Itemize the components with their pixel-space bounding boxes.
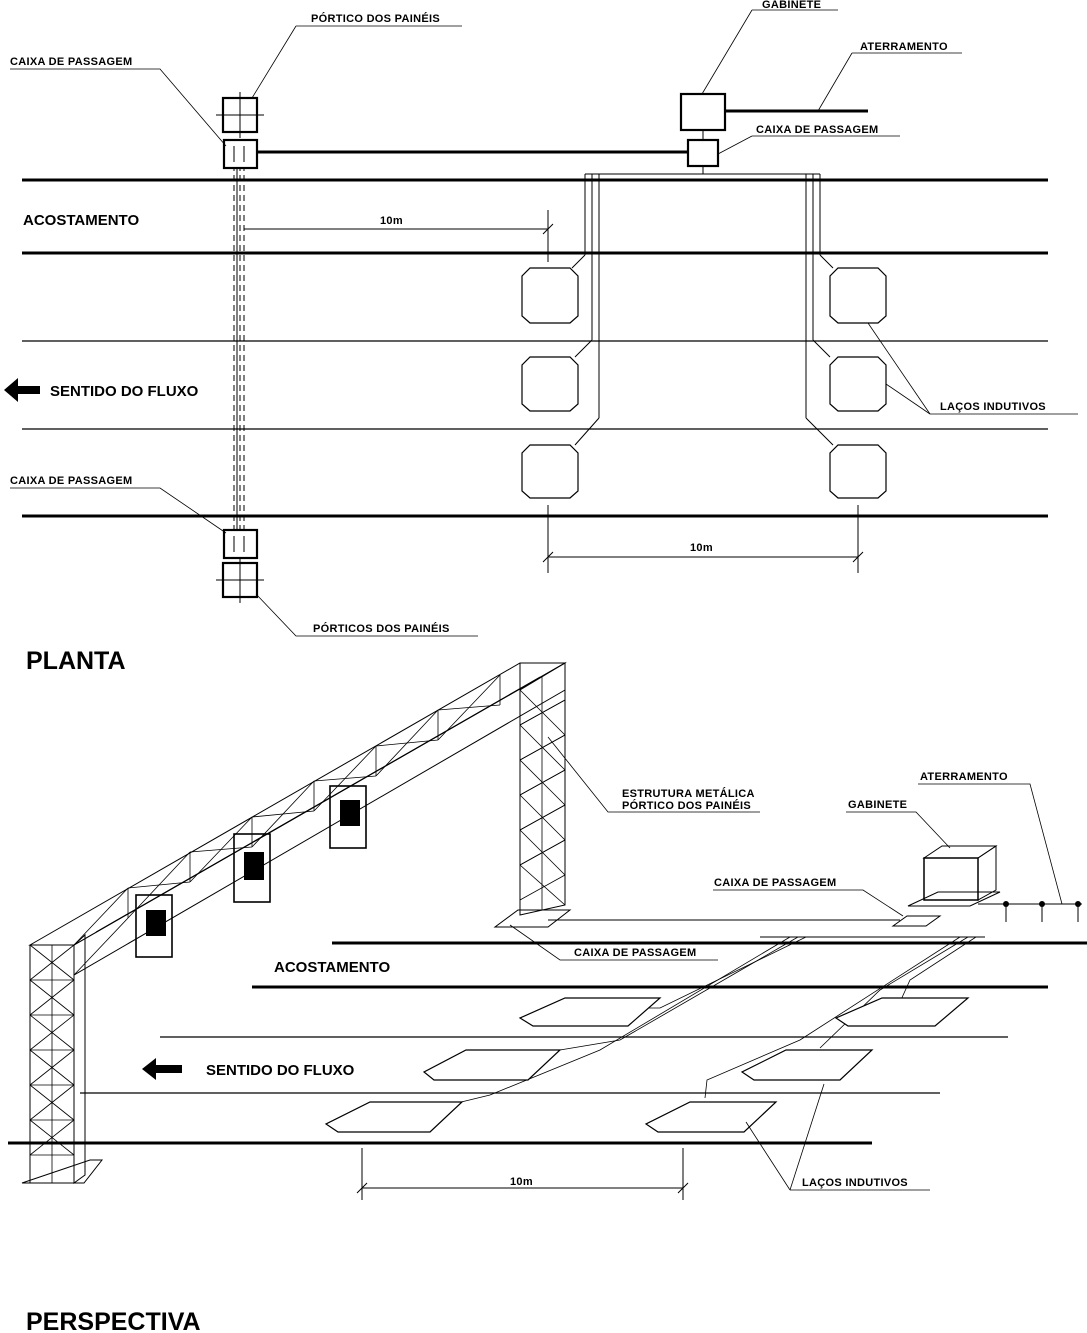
plan-view: 10m 10m PÓRTICO DOS PAINÉIS CAIXA DE PAS… xyxy=(4,0,1078,675)
junction-box-top-right xyxy=(686,138,720,168)
dim-label-2: 10m xyxy=(690,542,713,554)
label-gabinete: GABINETE xyxy=(762,0,821,11)
label-lacos-plan: LAÇOS INDUTIVOS xyxy=(940,401,1046,413)
flow-arrow-persp xyxy=(142,1058,182,1080)
label-caixa-top-left: CAIXA DE PASSAGEM xyxy=(10,56,132,68)
label-gabinete-persp: GABINETE xyxy=(848,799,907,811)
gantry-right-column xyxy=(493,662,572,928)
loops-left xyxy=(521,267,579,499)
label-caixa-base-persp: CAIXA DE PASSAGEM xyxy=(574,947,696,959)
perspective-view: 10m ESTRUTURA METÁLICA PÓRTICO DOS PAINÉ… xyxy=(8,662,1087,1333)
loop-feeders xyxy=(571,166,834,446)
label-caixa-bottom: CAIXA DE PASSAGEM xyxy=(10,475,132,487)
label-lacos-persp: LAÇOS INDUTIVOS xyxy=(802,1177,908,1189)
flow-arrow-plan xyxy=(4,378,40,402)
p-grounding xyxy=(978,901,1082,922)
label-acostamento-persp: ACOSTAMENTO xyxy=(274,959,390,976)
p-loops xyxy=(324,997,970,1133)
junction-box-bottom xyxy=(222,528,259,560)
message-panel-2 xyxy=(233,833,271,903)
label-porticos-bottom: PÓRTICOS DOS PAINÉIS xyxy=(313,622,450,635)
label-sentido-plan: SENTIDO DO FLUXO xyxy=(50,383,199,400)
gantry-panel-bottom xyxy=(216,557,264,603)
gantry-panel-top xyxy=(216,92,264,138)
gantry-beam xyxy=(28,662,567,976)
gantry-conduit xyxy=(233,165,245,545)
label-acostamento-plan: ACOSTAMENTO xyxy=(23,212,139,229)
p-dimension: 10m xyxy=(356,1148,689,1200)
dim-label-1: 10m xyxy=(380,215,403,227)
dimension-loop-spacing: 10m xyxy=(542,505,864,573)
title-planta: PLANTA xyxy=(26,647,126,675)
label-sentido-persp: SENTIDO DO FLUXO xyxy=(206,1062,355,1079)
dimension-gantry-to-loops: 10m xyxy=(244,210,554,262)
label-aterramento-plan: ATERRAMENTO xyxy=(860,41,948,53)
p-dim-label: 10m xyxy=(510,1176,533,1188)
p-junction-box-right xyxy=(891,915,942,927)
junction-box-top-left xyxy=(222,138,259,170)
label-portico-top: PÓRTICO DOS PAINÉIS xyxy=(311,12,440,25)
p-cabinet xyxy=(907,845,1001,907)
label-caixa-right-persp: CAIXA DE PASSAGEM xyxy=(714,877,836,889)
message-panel-3 xyxy=(329,785,367,849)
label-aterramento-persp: ATERRAMENTO xyxy=(920,771,1008,783)
title-perspectiva: PERSPECTIVA xyxy=(26,1308,201,1333)
cabinet xyxy=(679,92,727,132)
label-caixa-top-right: CAIXA DE PASSAGEM xyxy=(756,124,878,136)
gantry-left-column xyxy=(21,933,104,1184)
label-estrutura-1: ESTRUTURA METÁLICA xyxy=(622,787,755,800)
message-panel-1 xyxy=(135,894,173,958)
label-estrutura-2: PÓRTICO DOS PAINÉIS xyxy=(622,799,751,812)
loops-right xyxy=(829,267,887,499)
